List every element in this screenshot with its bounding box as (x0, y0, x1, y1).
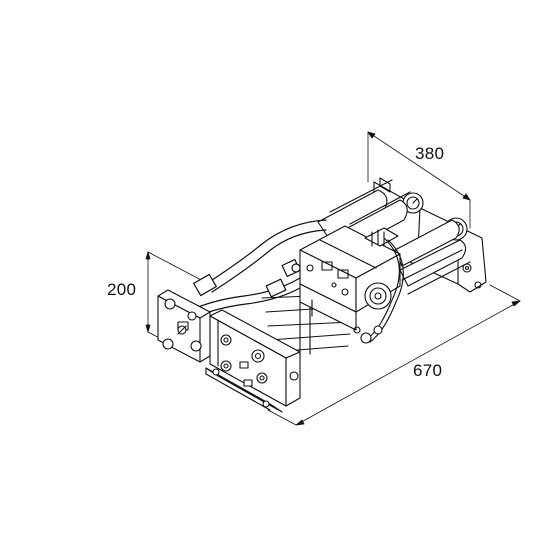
cylinders (261, 179, 471, 357)
dimension-lines (145, 131, 521, 426)
dimension-label-width: 380 (415, 144, 445, 163)
dimension-label-length: 670 (413, 361, 443, 380)
port-fitting-icon (220, 360, 232, 372)
center-valve-block (299, 225, 404, 344)
dimension-label-height: 200 (107, 280, 137, 299)
hoses (185, 219, 327, 321)
solenoid-icon (364, 282, 392, 310)
front-main-block (177, 309, 301, 413)
pressure-gauge-icon (402, 192, 424, 214)
port-fitting-icon (251, 349, 265, 363)
port-fitting-icon (256, 372, 268, 384)
port-fitting-icon (220, 334, 232, 346)
